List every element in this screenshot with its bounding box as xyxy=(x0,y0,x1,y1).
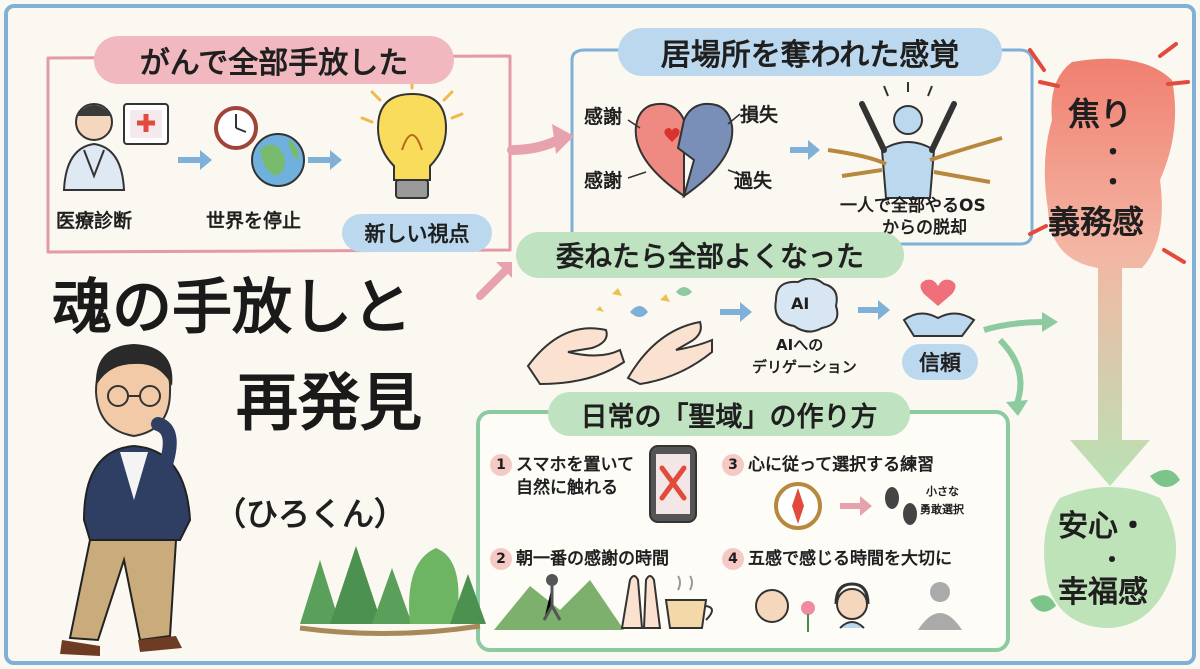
step-2-number: 2 xyxy=(490,548,512,570)
step-world-stopped: 世界を停止 xyxy=(206,210,302,232)
step-1-number: 1 xyxy=(490,454,512,476)
heart-label-gratitude-1: 感謝 xyxy=(584,106,623,128)
open-hands-icon xyxy=(526,287,713,386)
flow-top-dot-2: ・ xyxy=(1100,168,1127,198)
calm-blob xyxy=(1044,487,1177,628)
heart-label-loss: 損失 xyxy=(740,104,779,126)
globe-icon xyxy=(251,133,305,187)
small-note-line2: 勇敢選択 xyxy=(920,503,964,516)
main-title-line2: 再発見 xyxy=(236,366,423,439)
lightbulb-icon xyxy=(360,76,464,199)
step-4-text: 五感で感じる時間を大切に xyxy=(748,549,952,569)
step-1-line1: スマホを置いて xyxy=(516,455,634,475)
meditation-icon xyxy=(918,582,962,630)
main-title-line1: 魂の手放しと xyxy=(52,273,412,343)
heart-hands-icon xyxy=(902,279,976,337)
small-note-line1: 小さな xyxy=(926,485,959,498)
section1-heading: がんで全部手放した xyxy=(94,36,454,84)
section3-heading: 委ねたら全部よくなった xyxy=(516,232,904,278)
flow-top-impatience: 焦り xyxy=(1068,95,1133,133)
arrow-to-section3 xyxy=(476,266,510,300)
person-breaking-ropes-icon xyxy=(827,82,1003,199)
medical-monitor-icon xyxy=(123,103,169,145)
doctor-icon xyxy=(62,103,126,191)
coffee-cup-icon xyxy=(664,575,713,629)
praying-hands-icon xyxy=(620,575,662,629)
ai-badge: AI xyxy=(791,294,810,313)
outer-frame xyxy=(4,4,1196,665)
flow-bottom-relief: 安心・ xyxy=(1058,509,1148,544)
footprints-icon xyxy=(885,487,917,525)
step-1-line2: 自然に触れる xyxy=(516,477,618,498)
step-4-number: 4 xyxy=(722,548,744,570)
flow-top-dot-1: ・ xyxy=(1100,138,1127,168)
step-2-text: 朝一番の感謝の時間 xyxy=(516,549,669,569)
step-3-number: 3 xyxy=(722,454,744,476)
trust-label: 信頼 xyxy=(902,344,978,380)
os-escape-line1: 一人で全部やるOS xyxy=(840,196,986,216)
phone-crossed-icon xyxy=(649,445,697,523)
os-escape-line2: からの脱却 xyxy=(882,218,967,238)
ai-caption-line1: AIへの xyxy=(776,336,824,354)
section4-heading: 日常の「聖域」の作り方 xyxy=(548,392,910,436)
hiker-icon xyxy=(494,574,624,630)
author-name: （ひろくん） xyxy=(214,495,407,533)
section2-heading: 居場所を奪われた感覚 xyxy=(618,28,1002,76)
broken-heart-icon xyxy=(627,102,745,199)
compass-icon xyxy=(774,482,822,530)
heart-label-gratitude-2: 感謝 xyxy=(584,170,623,192)
flow-top-obligation: 義務感 xyxy=(1048,203,1145,241)
headphones-icon xyxy=(834,582,870,629)
man-illustration xyxy=(60,344,192,656)
step-medical-diagnosis: 医療診断 xyxy=(56,210,133,232)
flow-bottom-dot: ・ xyxy=(1100,546,1124,574)
heart-label-fault: 過失 xyxy=(734,170,773,192)
brain-icon xyxy=(774,277,839,333)
step-3-text: 心に従って選択する練習 xyxy=(748,455,935,475)
flow-arrow xyxy=(1044,58,1176,486)
ai-caption-line2: デリゲーション xyxy=(752,358,857,376)
forest-icon xyxy=(299,546,486,637)
clock-icon xyxy=(214,106,258,150)
flow-bottom-happiness: 幸福感 xyxy=(1058,575,1148,610)
step-new-perspective: 新しい視点 xyxy=(342,214,492,252)
flower-smell-icon xyxy=(755,589,815,632)
